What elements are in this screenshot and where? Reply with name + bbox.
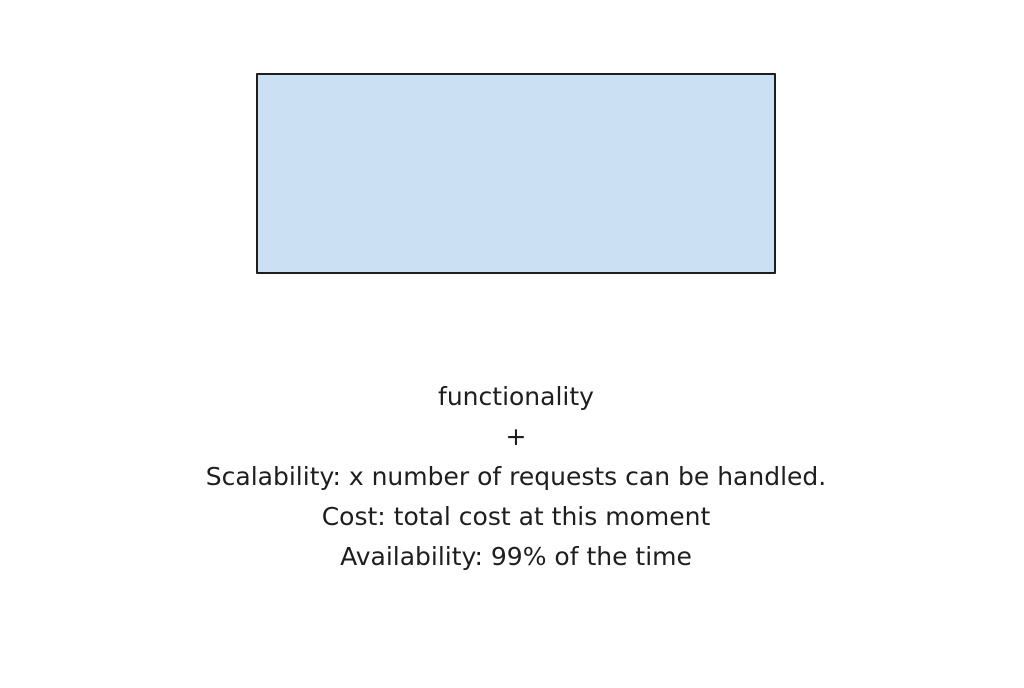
- text-line-functionality: functionality: [438, 382, 594, 411]
- text-line-plus: +: [505, 422, 527, 451]
- rectangle-shape[interactable]: [256, 73, 776, 274]
- text-block[interactable]: functionality + Scalability: x number of…: [0, 377, 1024, 577]
- text-line-cost: Cost: total cost at this moment: [321, 502, 711, 531]
- text-line-availability: Availability: 99% of the time: [340, 542, 692, 571]
- text-line-scalability: Scalability: x number of requests can be…: [205, 462, 827, 491]
